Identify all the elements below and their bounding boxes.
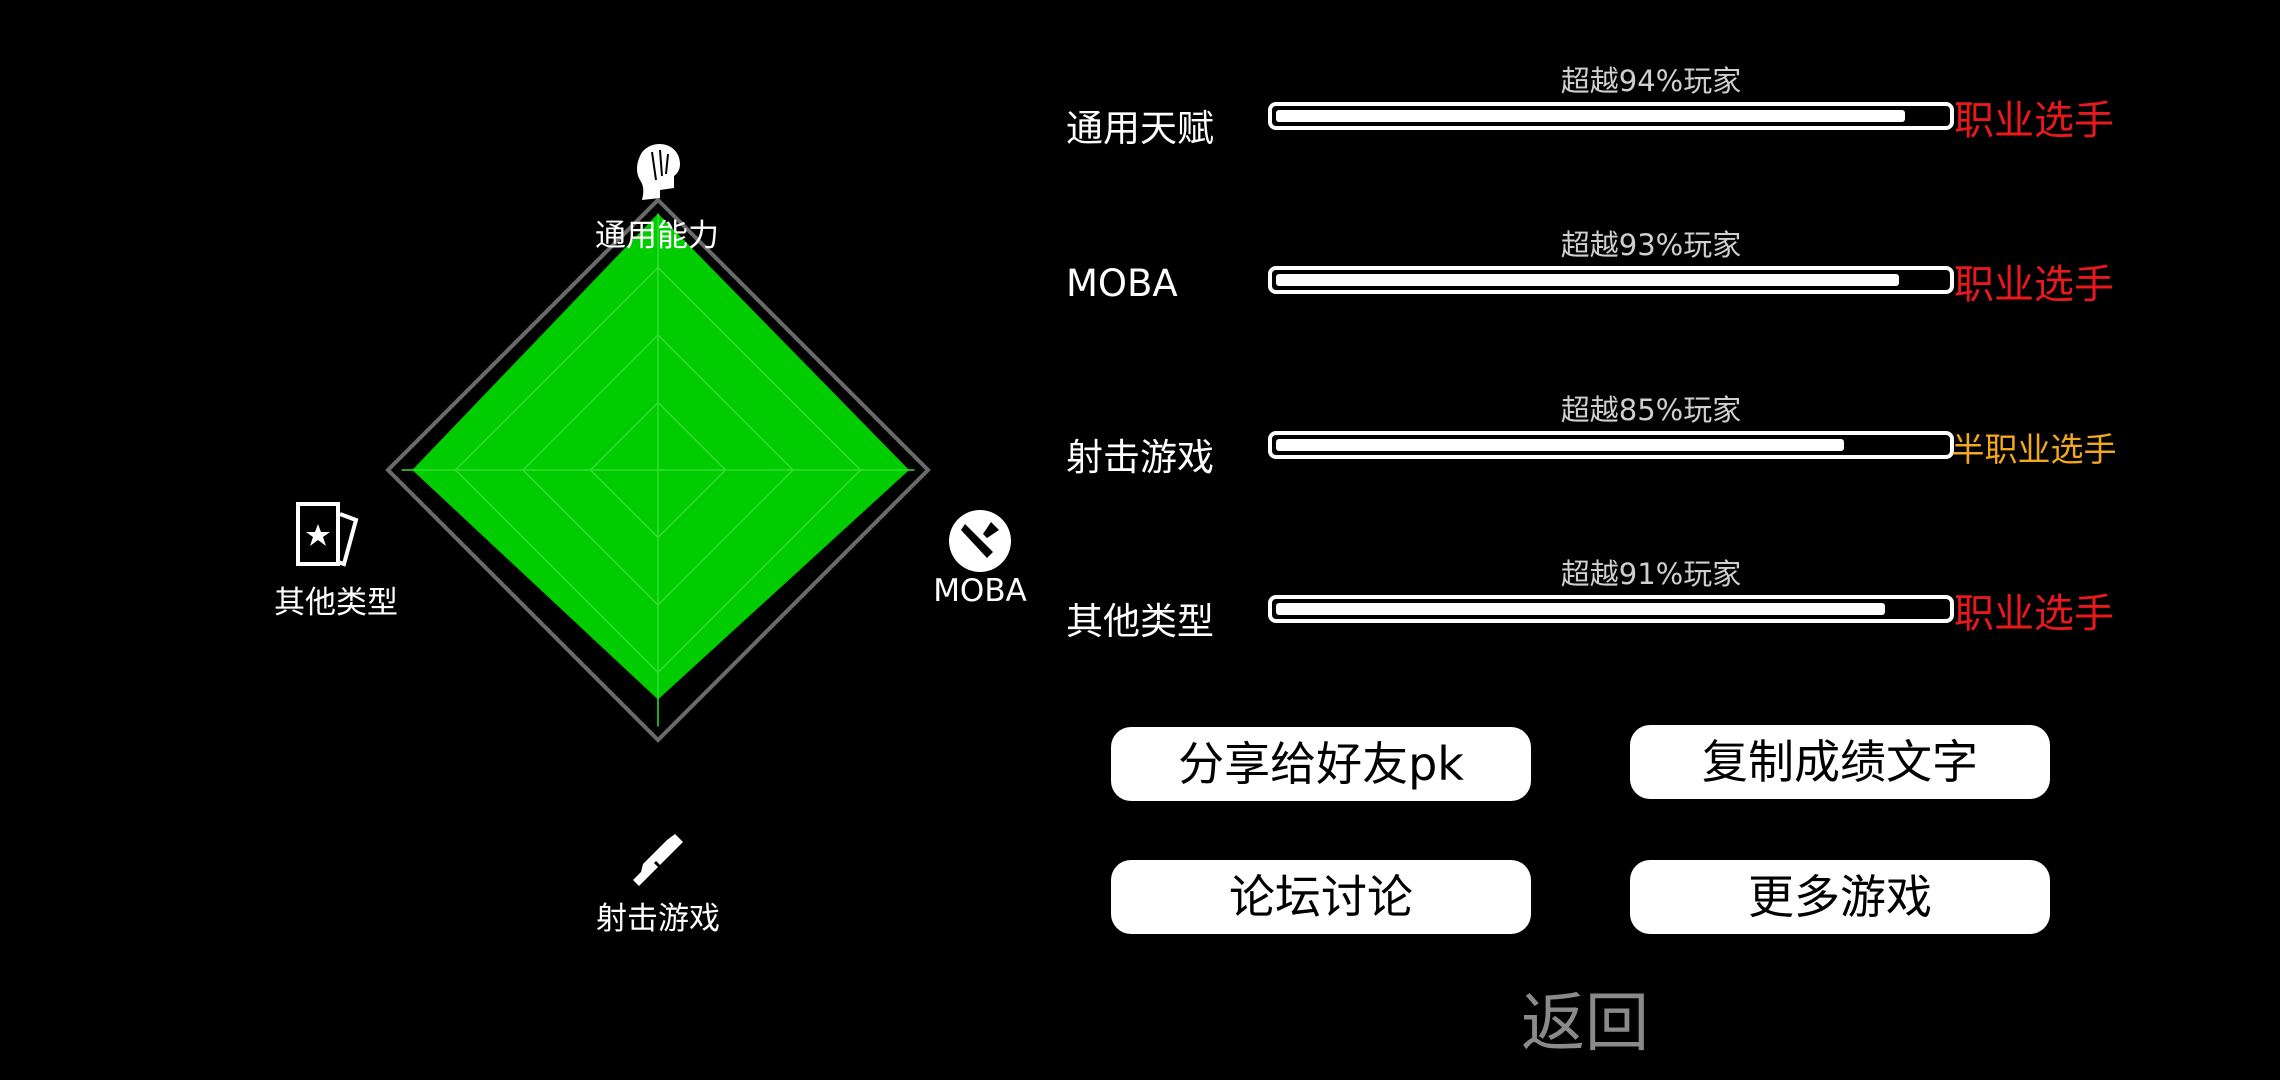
score-row-general: 通用天赋 超越94%玩家 职业选手: [1066, 44, 2156, 154]
radar-area: [412, 213, 910, 700]
radar-outer-frame: [385, 197, 931, 743]
progress-bar: [1268, 102, 1954, 130]
progress-bar: [1268, 595, 1954, 623]
moba-icon: [947, 508, 1013, 578]
rank-badge: 职业选手: [1954, 262, 2114, 308]
row-label: 通用天赋: [1066, 107, 1214, 150]
back-button[interactable]: 返回: [1521, 987, 1649, 1061]
progress-fill: [1276, 274, 1899, 286]
score-row-other: 其他类型 超越91%玩家 职业选手: [1066, 537, 2156, 647]
score-row-shooter: 射击游戏 超越85%玩家 半职业选手: [1066, 373, 2156, 483]
copy-result-button[interactable]: 复制成绩文字: [1630, 725, 2050, 799]
rank-badge: 职业选手: [1954, 591, 2114, 637]
forum-button[interactable]: 论坛讨论: [1111, 860, 1531, 934]
rank-badge: 职业选手: [1954, 98, 2114, 144]
axis-label-other: 其他类型: [274, 585, 398, 621]
row-label: MOBA: [1066, 262, 1178, 305]
axis-label-shooter: 射击游戏: [596, 901, 720, 937]
radar-grid: [385, 197, 931, 743]
axis-label-moba: MOBA: [933, 573, 1027, 609]
row-label: 其他类型: [1066, 600, 1214, 643]
card-icon: [290, 500, 362, 574]
radar-chart: 通用能力 MOBA 射击游戏 其他类型: [240, 130, 1100, 950]
share-pk-button[interactable]: 分享给好友pk: [1111, 727, 1531, 801]
row-percentile: 超越91%玩家: [1560, 557, 1742, 591]
score-row-moba: MOBA 超越93%玩家 职业选手: [1066, 208, 2156, 318]
progress-fill: [1276, 603, 1885, 615]
progress-fill: [1276, 110, 1906, 122]
rank-badge: 半职业选手: [1951, 430, 2117, 469]
progress-bar: [1268, 266, 1954, 294]
row-percentile: 超越94%玩家: [1560, 64, 1742, 98]
row-percentile: 超越85%玩家: [1560, 393, 1742, 427]
radar-inner-grid: [401, 213, 915, 727]
radar-svg: [385, 197, 931, 743]
head-icon: [630, 140, 690, 208]
progress-fill: [1276, 439, 1845, 451]
axis-label-general: 通用能力: [595, 218, 719, 254]
row-percentile: 超越93%玩家: [1560, 228, 1742, 262]
more-games-button[interactable]: 更多游戏: [1630, 860, 2050, 934]
row-label: 射击游戏: [1066, 436, 1214, 479]
gun-icon: [631, 832, 685, 892]
progress-bar: [1268, 431, 1954, 459]
